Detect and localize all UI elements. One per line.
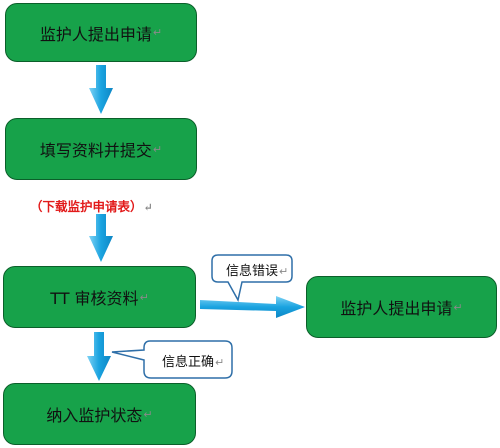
step-label-apply: 监护人提出申请 [39, 24, 152, 44]
step-box-fill-form: 填写资料并提交↵ [5, 118, 197, 180]
step-box-monitor: 纳入监护状态↵ [3, 383, 196, 445]
step-label-reapply: 监护人提出申请 [340, 299, 453, 318]
return-mark: ↵ [152, 26, 163, 39]
callout-correct-text: 信息正确↵ [162, 351, 224, 370]
download-form-label: （下载监护申请表） [30, 199, 143, 214]
return-mark: ↵ [215, 356, 225, 369]
return-mark: ↵ [152, 142, 163, 156]
callout-correct-label: 信息正确 [162, 355, 215, 370]
step-box-reapply: 监护人提出申请↵ [306, 276, 497, 338]
return-mark: ↵ [143, 407, 153, 421]
download-form-note: （下载监护申请表）↵ [30, 196, 153, 215]
return-mark: ↵ [143, 201, 153, 214]
callout-error-text: 信息错误↵ [226, 260, 288, 279]
right-arrow [200, 296, 305, 318]
return-mark: ↵ [279, 265, 289, 278]
step-box-apply: 监护人提出申请↵ [5, 3, 197, 62]
down-arrow-3 [87, 332, 111, 381]
callout-error-bubble [211, 254, 293, 303]
step-box-review: TT 审核资料↵ [3, 266, 196, 328]
down-arrow-2 [89, 214, 113, 262]
callout-error-label: 信息错误 [226, 264, 279, 279]
step-label-review: TT 审核资料 [50, 289, 139, 308]
down-arrow-1 [89, 65, 113, 114]
step-label-monitor: 纳入监护状态 [46, 406, 143, 425]
return-mark: ↵ [453, 300, 463, 314]
step-label-fill-form: 填写资料并提交 [39, 141, 152, 160]
return-mark: ↵ [139, 290, 149, 304]
callout-correct-bubble [111, 340, 233, 379]
